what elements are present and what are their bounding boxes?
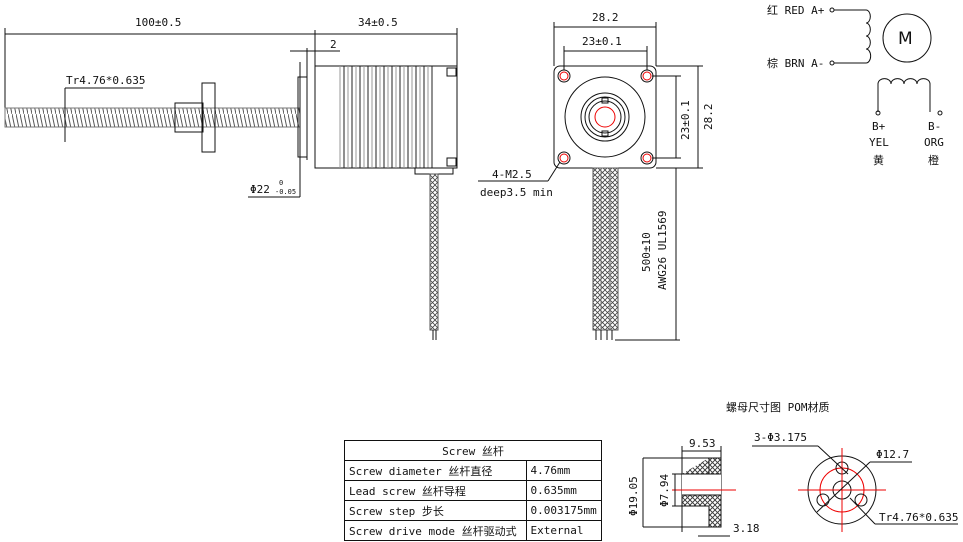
- nut-pcd-label: Φ12.7: [876, 448, 909, 461]
- nut-drawing: 螺母尺寸图 POM材质 9.53 Φ19.05 Φ7.94 3.18 3-Φ3.…: [627, 400, 958, 537]
- body-dim-label: 34±0.5: [358, 16, 398, 29]
- row-value: 4.76mm: [525, 460, 603, 481]
- row-label: Screw drive mode 丝杆驱动式: [344, 520, 527, 541]
- nut-flange-thk-label: 3.18: [733, 522, 760, 535]
- wire-b-plus-color: YEL: [869, 136, 889, 149]
- coil-b: [877, 78, 931, 112]
- nut-length-label: 9.53: [689, 437, 716, 450]
- nut-holes-label: 3-Φ3.175: [754, 431, 807, 444]
- front-cable: [592, 167, 619, 331]
- thread-label: Tr4.76*0.635: [66, 74, 145, 87]
- row-label: Lead screw 丝杆导程: [344, 480, 527, 501]
- mounting-holes: [557, 69, 654, 165]
- boss-dim-label: Φ22: [250, 183, 270, 196]
- nut-flange: [201, 82, 216, 153]
- motor-body: [314, 65, 458, 169]
- length-dim-label: 100±0.5: [135, 16, 181, 29]
- boss-tol-lower: -0.05: [275, 188, 296, 196]
- row-value: 0.003175mm: [525, 500, 603, 521]
- table-title: Screw 丝杆: [344, 440, 602, 461]
- nut-inner-dia-label: Φ7.94: [658, 474, 671, 507]
- row-value: External: [525, 520, 603, 541]
- row-label: Screw diameter 丝杆直径: [344, 460, 527, 481]
- cable-spec-label: AWG26 UL1569: [656, 211, 669, 290]
- nut-outer-dia-label: Φ19.05: [627, 476, 640, 516]
- hole-spacing-v-label: 23±0.1: [679, 100, 692, 140]
- nut-body: [174, 102, 204, 133]
- motor-fins: [339, 66, 433, 168]
- wire-b-plus-cn: 黄: [873, 153, 884, 167]
- front-view: 28.2 23±0.1 23±0.1 28.2 4-M2.5 deep3.5 m…: [478, 11, 715, 341]
- wire-b-minus: B-: [928, 120, 941, 133]
- nut-thread-label: Tr4.76*0.635: [879, 511, 958, 524]
- height-dim-label: 28.2: [702, 104, 715, 131]
- width-dim-label: 28.2: [592, 11, 619, 24]
- lead-screw: [4, 107, 301, 128]
- motor-symbol-label: M: [898, 29, 913, 49]
- wiring-diagram: 红 RED A+ 棕 BRN A- M B+ YEL 黄 B- ORG 橙: [767, 4, 944, 167]
- row-value: 0.635mm: [525, 480, 603, 501]
- wire-b-plus: B+: [872, 120, 886, 133]
- wire-a-plus: 红 RED A+: [767, 4, 825, 17]
- wire-b-minus-color: ORG: [924, 136, 944, 149]
- row-label: Screw step 步长: [344, 500, 527, 521]
- hole-depth-label: deep3.5 min: [480, 186, 553, 199]
- coil-a: [834, 9, 872, 64]
- motor-face: [553, 65, 657, 169]
- wire-a-minus: 棕 BRN A-: [767, 56, 824, 70]
- wire-b-minus-cn: 橙: [928, 153, 939, 167]
- boss-tol-upper: 0: [279, 179, 283, 187]
- cable-length-label: 500±10: [640, 232, 653, 272]
- flange-dim-label: 2: [330, 38, 337, 51]
- shaft-center: [594, 106, 616, 128]
- nut-title: 螺母尺寸图 POM材质: [726, 400, 830, 414]
- side-cable: [429, 173, 439, 331]
- hole-label: 4-M2.5: [492, 168, 532, 181]
- hole-spacing-label: 23±0.1: [582, 35, 622, 48]
- motor-symbol: [882, 13, 932, 63]
- boss: [297, 76, 308, 158]
- side-view: 100±0.5 34±0.5 2 Tr4.76*0.635 Φ22 0 -0.0…: [4, 16, 458, 340]
